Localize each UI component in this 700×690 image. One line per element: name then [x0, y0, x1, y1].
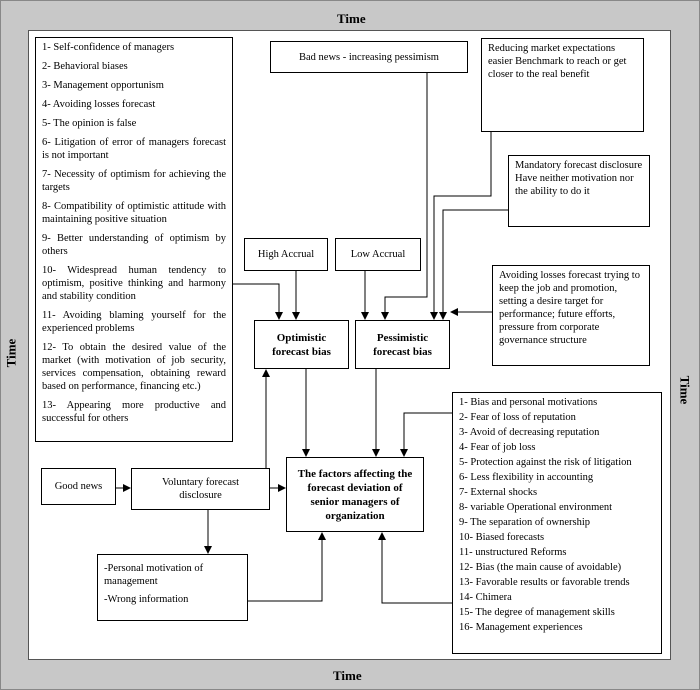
left-factors-list: 1- Self-confidence of managers 2- Behavi… — [42, 41, 226, 425]
reducing-expectations-box: Reducing market expectations easier Benc… — [481, 38, 644, 132]
list-item: 2- Behavioral biases — [42, 61, 128, 72]
list-item: 6- Litigation of error of managers forec… — [42, 137, 226, 161]
time-label-right: Time — [677, 375, 693, 405]
list-item: 10- Widespread human tendency to optimis… — [42, 265, 226, 302]
right-factors-list: 1- Bias and personal motivations 2- Fear… — [459, 396, 655, 634]
list-item: 7- External shocks — [459, 487, 538, 498]
bad-news-box: Bad news - increasing pessimism — [270, 41, 468, 73]
list-item: 11- Avoiding blaming yourself for the ex… — [42, 310, 226, 334]
avoiding-losses-box: Avoiding losses forecast trying to keep … — [492, 265, 650, 366]
good-news-box: Good news — [41, 468, 116, 505]
list-item: 5- The opinion is false — [42, 118, 137, 129]
time-label-left: Time — [3, 338, 19, 368]
list-item: 4- Avoiding losses forecast — [42, 99, 156, 110]
list-item: 13- Appearing more productive and succes… — [42, 400, 226, 424]
list-item: 8- Compatibility of optimistic attitude … — [42, 201, 226, 225]
right-factors-box: 1- Bias and personal motivations 2- Fear… — [452, 392, 662, 654]
list-item: 5- Protection against the risk of litiga… — [459, 457, 632, 468]
list-item: 9- The separation of ownership — [459, 517, 591, 528]
list-item: 1- Self-confidence of managers — [42, 42, 175, 53]
list-item: 1- Bias and personal motivations — [459, 397, 598, 408]
voluntary-disclosure-box: Voluntary forecast disclosure — [131, 468, 270, 510]
list-item: 11- unstructured Reforms — [459, 547, 567, 558]
list-item: 15- The degree of management skills — [459, 607, 615, 618]
list-item: 10- Biased forecasts — [459, 532, 545, 543]
list-item: 3- Management opportunism — [42, 80, 164, 91]
motivation-information-box: -Personal motivation of management -Wron… — [97, 554, 248, 621]
time-label-top: Time — [337, 11, 366, 26]
list-item: 16- Management experiences — [459, 622, 583, 633]
list-item: 8- variable Operational environment — [459, 502, 613, 513]
pessimistic-bias-box: Pessimistic forecast bias — [355, 320, 450, 369]
wrong-information-text: -Wrong information — [104, 594, 189, 605]
list-item: 4- Fear of job loss — [459, 442, 536, 453]
list-item: 7- Necessity of optimism for achieving t… — [42, 169, 226, 193]
list-item: 2- Fear of loss of reputation — [459, 412, 576, 423]
mandatory-disclosure-box: Mandatory forecast disclosure Have neith… — [508, 155, 650, 227]
high-accrual-box: High Accrual — [244, 238, 328, 271]
list-item: 12- To obtain the desired value of the m… — [42, 342, 226, 392]
central-factors-box: The factors affecting the forecast devia… — [286, 457, 424, 532]
low-accrual-box: Low Accrual — [335, 238, 421, 271]
list-item: 13- Favorable results or favorable trend… — [459, 577, 630, 588]
list-item: 9- Better understanding of optimism by o… — [42, 233, 226, 257]
list-item: 12- Bias (the main cause of avoidable) — [459, 562, 622, 573]
left-factors-box: 1- Self-confidence of managers 2- Behavi… — [35, 37, 233, 442]
personal-motivation-text: -Personal motivation of management — [104, 563, 204, 587]
time-label-bottom: Time — [333, 668, 362, 683]
optimistic-bias-box: Optimistic forecast bias — [254, 320, 349, 369]
list-item: 3- Avoid of decreasing reputation — [459, 427, 600, 438]
list-item: 14- Chimera — [459, 592, 512, 603]
list-item: 6- Less flexibility in accounting — [459, 472, 594, 483]
